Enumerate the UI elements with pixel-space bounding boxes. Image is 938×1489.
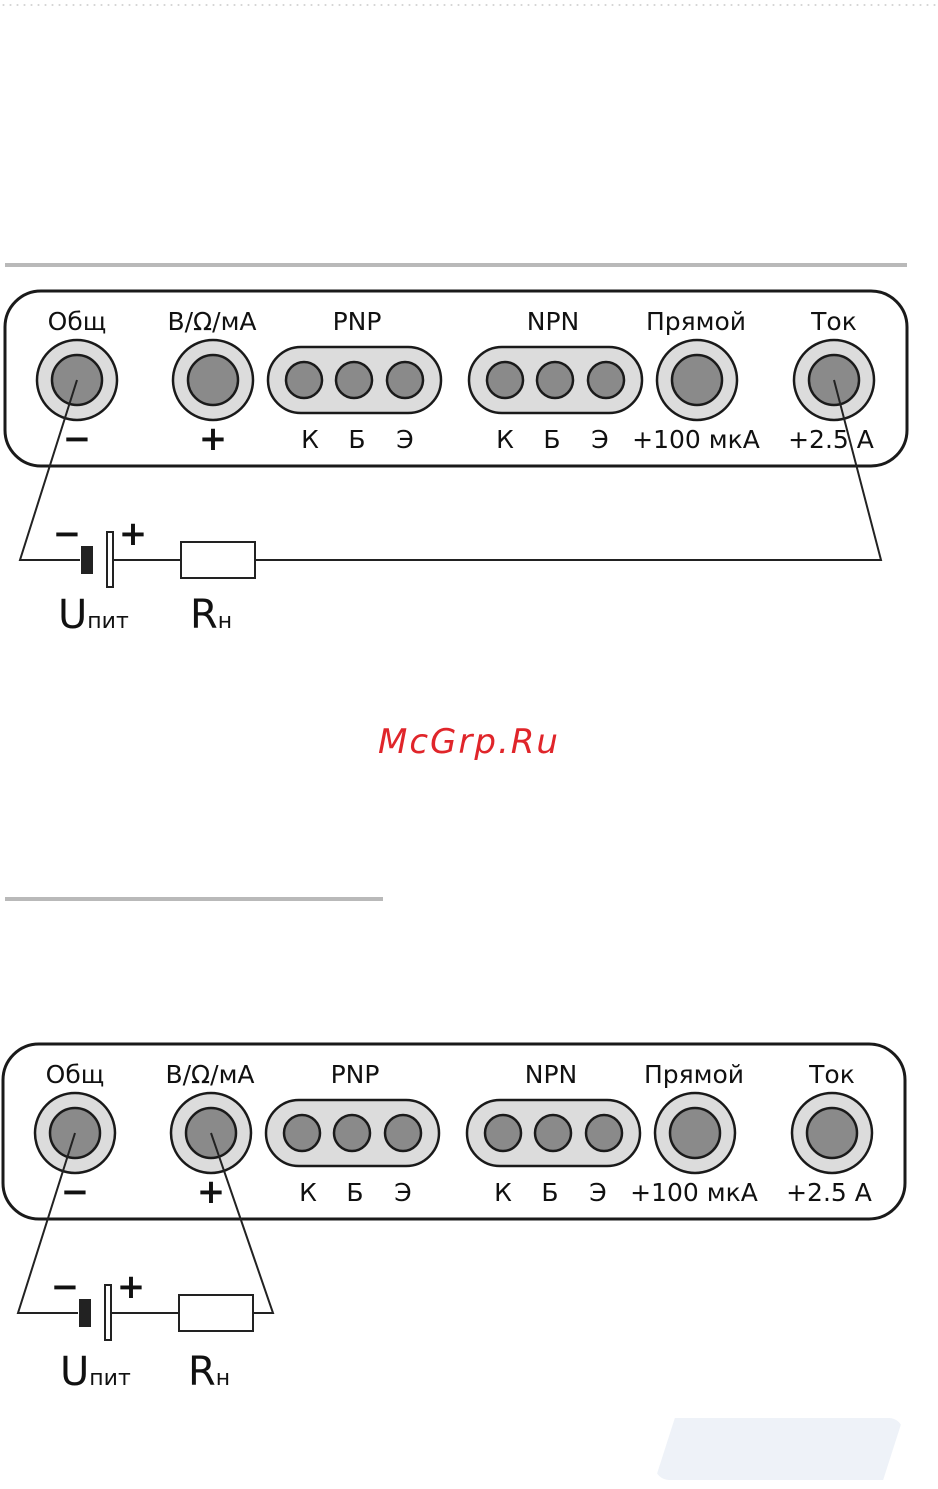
current-range-label: +2.5 A	[788, 425, 874, 454]
npn-pin-e: Э	[589, 1178, 606, 1207]
load-resistor-label: Rн	[190, 592, 232, 638]
socket-direct	[655, 1093, 735, 1173]
jack-label-common: Общ	[46, 1060, 105, 1089]
diagram-svg: Общ В/Ω/мА PNP NPN Прямой Ток − + К Б Э …	[0, 1041, 938, 1401]
diagram-svg: Общ В/Ω/мА PNP NPN Прямой Ток − + К Б Э …	[0, 288, 938, 648]
socket-npn	[467, 1100, 640, 1166]
current-range-label: +2.5 A	[786, 1178, 872, 1207]
section-divider-1	[5, 263, 907, 267]
connection-diagram-current: Общ В/Ω/мА PNP NPN Прямой Ток − + К Б Э …	[0, 288, 938, 648]
load-resistor-label: Rн	[188, 1349, 230, 1395]
pnp-pin-e: Э	[396, 425, 413, 454]
watermark: McGrp.Ru	[0, 722, 938, 762]
battery-minus-label: −	[53, 514, 82, 554]
direct-range-label: +100 мкА	[630, 1178, 758, 1207]
socket-pnp	[266, 1100, 439, 1166]
meter-panel	[3, 1044, 905, 1219]
socket-npn	[469, 347, 642, 413]
jack-label-direct: Прямой	[644, 1060, 744, 1089]
npn-pin-b: Б	[543, 425, 560, 454]
battery-plus-label: +	[119, 514, 148, 554]
direct-range-label: +100 мкА	[632, 425, 760, 454]
npn-pin-b: Б	[541, 1178, 558, 1207]
jack-label-v-ohm-ma: В/Ω/мА	[167, 307, 256, 336]
socket-direct	[657, 340, 737, 420]
npn-pin-k: К	[496, 425, 514, 454]
pnp-pin-b: Б	[346, 1178, 363, 1207]
battery-plus-label: +	[117, 1267, 146, 1307]
pnp-pin-b: Б	[348, 425, 365, 454]
npn-pin-k: К	[494, 1178, 512, 1207]
connection-diagram-voltage: Общ В/Ω/мА PNP NPN Прямой Ток − + К Б Э …	[0, 1041, 938, 1401]
jack-label-npn: NPN	[525, 1060, 577, 1089]
battery-negative-plate	[81, 546, 93, 574]
jack-label-common: Общ	[48, 307, 107, 336]
meter-panel	[5, 291, 907, 466]
jack-label-pnp: PNP	[331, 1060, 380, 1089]
pnp-pin-k: К	[301, 425, 319, 454]
jack-label-pnp: PNP	[333, 307, 382, 336]
pnp-pin-k: К	[299, 1178, 317, 1207]
supply-voltage-label: Uпит	[60, 1349, 131, 1395]
sign-plus: +	[197, 1172, 226, 1212]
jack-label-direct: Прямой	[646, 307, 746, 336]
jack-label-npn: NPN	[527, 307, 579, 336]
jack-label-current: Ток	[810, 307, 857, 336]
section-divider-2	[5, 897, 383, 901]
sign-minus: −	[61, 1172, 90, 1212]
socket-pnp	[268, 347, 441, 413]
sign-minus: −	[63, 419, 92, 459]
top-dotted-border	[0, 4, 938, 6]
jack-label-v-ohm-ma: В/Ω/мА	[165, 1060, 254, 1089]
socket-current	[792, 1093, 872, 1173]
sign-plus: +	[199, 419, 228, 459]
battery-minus-label: −	[51, 1267, 80, 1307]
pnp-pin-e: Э	[394, 1178, 411, 1207]
supply-voltage-label: Uпит	[58, 592, 129, 638]
page-corner-decoration	[655, 1418, 903, 1480]
jack-label-current: Ток	[808, 1060, 855, 1089]
npn-pin-e: Э	[591, 425, 608, 454]
socket-v-ohm-ma	[173, 340, 253, 420]
battery-negative-plate	[79, 1299, 91, 1327]
